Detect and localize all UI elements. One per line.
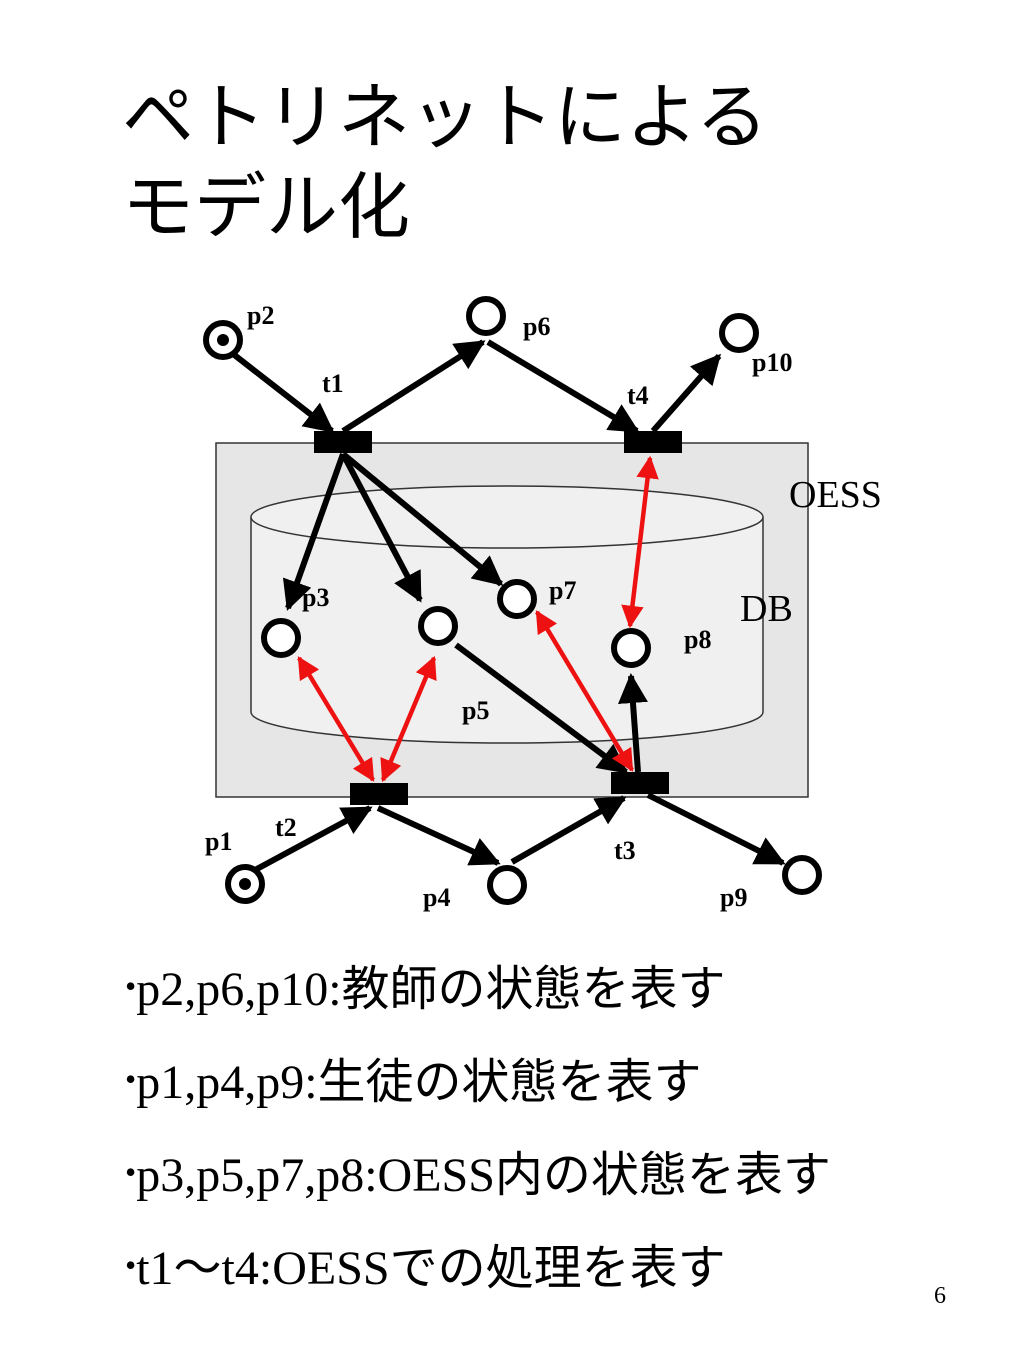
place-p9 (782, 855, 822, 895)
arc-p1-t2 (253, 805, 373, 873)
page-number: 6 (934, 1283, 946, 1309)
arc-t4-p10 (650, 353, 722, 433)
place-p3 (261, 618, 301, 658)
oess-label: OESS (789, 474, 882, 516)
place-p4 (487, 865, 527, 905)
label-p9: p9 (720, 883, 747, 912)
label-p1: p1 (205, 827, 232, 856)
label-p3: p3 (302, 583, 329, 612)
label-p7: p7 (549, 576, 576, 605)
label-t1: t1 (322, 369, 344, 398)
label-p2: p2 (247, 301, 274, 330)
transitions (314, 431, 682, 805)
transition-t2 (350, 783, 408, 805)
bullet-marker: • (125, 1247, 137, 1283)
arc-t4-p8 (621, 455, 659, 629)
bullet-marker: • (125, 1061, 137, 1097)
bullet-item: •t1〜t4:OESSでの処理を表す (125, 1229, 831, 1322)
label-t3: t3 (614, 836, 636, 865)
bullet-marker: • (125, 1154, 137, 1190)
label-p4: p4 (423, 883, 450, 912)
arc-t2-p3 (297, 656, 375, 782)
arc-t1-p3 (282, 452, 346, 611)
bullet-item: •p2,p6,p10:教師の状態を表す (125, 950, 831, 1043)
places (203, 296, 822, 905)
title-line-1: ペトリネットによる (122, 75, 768, 159)
bullet-text: p1,p4,p9:生徒の状態を表す (136, 1056, 702, 1109)
bullet-list: •p2,p6,p10:教師の状態を表す •p1,p4,p9:生徒の状態を表す •… (125, 950, 831, 1322)
token-p1 (239, 878, 251, 890)
transition-t3 (611, 772, 669, 794)
title-line-2: モデル化 (122, 165, 411, 249)
arc-t1-p7 (341, 451, 504, 587)
bullet-text: p3,p5,p7,p8:OESS内の状態を表す (136, 1149, 831, 1202)
bullet-item: •p1,p4,p9:生徒の状態を表す (125, 1043, 831, 1136)
label-p8: p8 (684, 625, 711, 654)
place-p8 (611, 628, 651, 668)
arc-t3-p9 (646, 792, 786, 866)
arc-t2-p5 (380, 655, 437, 783)
bullet-marker: • (125, 968, 137, 1004)
place-p5 (418, 606, 458, 646)
slide-title: ペトリネットによる モデル化 (122, 72, 768, 252)
arc-t1-p5 (340, 452, 423, 603)
db-label: DB (740, 588, 793, 630)
bullet-text: p2,p6,p10:教師の状態を表す (136, 963, 726, 1016)
bullet-text: t1〜t4:OESSでの処理を表す (136, 1242, 726, 1295)
token-p2 (217, 334, 229, 346)
bidirectional-arcs (297, 455, 659, 783)
tokens (217, 334, 251, 890)
place-p6 (466, 296, 506, 336)
transition-t1 (314, 431, 372, 453)
arc-p6-t4 (486, 339, 640, 434)
transition-t4 (624, 431, 682, 453)
diagram-labels: p2 p6 p10 t1 t4 p3 p7 p8 p5 p1 t2 t3 p4 … (205, 301, 792, 912)
label-t2: t2 (275, 813, 297, 842)
arc-t2-p4 (376, 805, 501, 866)
label-t4: t4 (627, 381, 649, 410)
bullet-item: •p3,p5,p7,p8:OESS内の状態を表す (125, 1136, 831, 1229)
place-p7 (497, 579, 537, 619)
arc-t1-p6 (341, 339, 486, 434)
label-p10: p10 (752, 348, 792, 377)
arc-p2-t1 (226, 347, 335, 434)
arc-p4-t3 (510, 795, 627, 865)
label-p6: p6 (523, 312, 550, 341)
place-p10 (719, 313, 759, 353)
arc-t3-p7 (535, 610, 634, 772)
label-p5: p5 (462, 696, 489, 725)
